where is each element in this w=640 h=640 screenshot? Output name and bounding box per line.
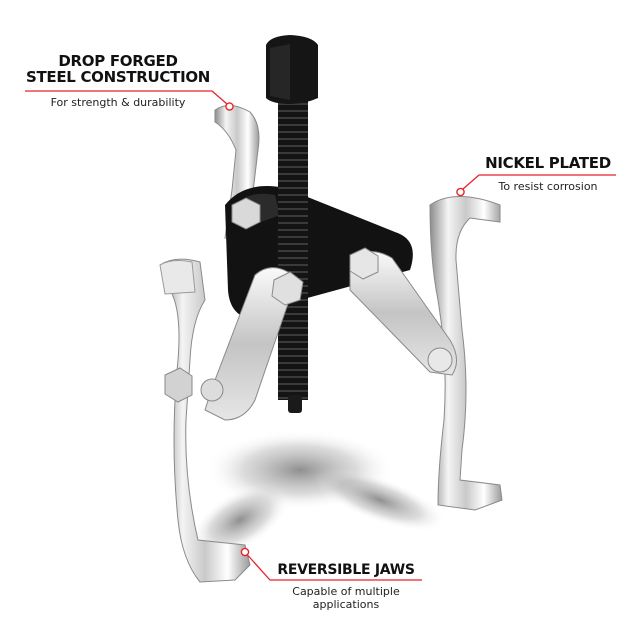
callout-subtitle: Capable of multiple applications: [270, 585, 422, 611]
callout-subtitle-line: Capable of multiple: [292, 585, 400, 598]
callout-title: NICKEL PLATED: [485, 154, 611, 172]
callout-title-line: STEEL CONSTRUCTION: [25, 68, 211, 86]
callout-line-nickel-plated: [456, 174, 616, 197]
callout-line-reversible-jaws: [240, 547, 422, 581]
callout-title: DROP FORGED STEEL CONSTRUCTION: [18, 53, 218, 85]
callout-subtitle: For strength & durability: [50, 96, 186, 109]
callout-line-drop-forged: [25, 90, 234, 111]
callout-subtitle: To resist corrosion: [498, 180, 598, 193]
callout-title-line: DROP FORGED: [58, 52, 178, 70]
callout-subtitle-line: applications: [312, 598, 380, 611]
callout-title: REVERSIBLE JAWS: [277, 562, 415, 578]
